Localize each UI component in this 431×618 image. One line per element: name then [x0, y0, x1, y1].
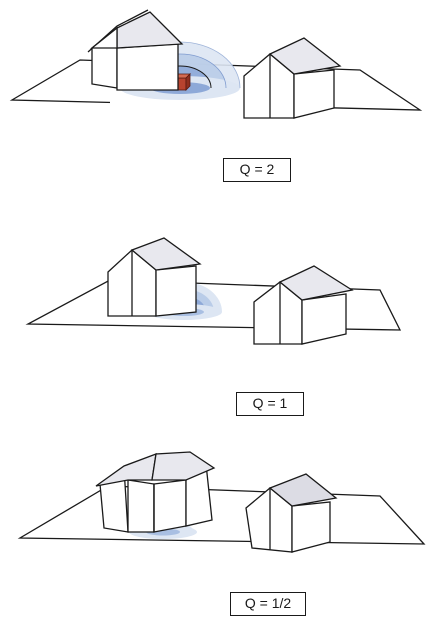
house-left-roof-a	[96, 454, 156, 486]
ground-plane	[20, 486, 424, 544]
house-left	[108, 238, 200, 316]
house-left-inner-wall-a	[128, 480, 154, 532]
panel-q-2: Q = 2	[0, 0, 431, 200]
scene-q-half	[0, 440, 431, 618]
house-left-roof	[117, 12, 182, 48]
house-left	[88, 10, 182, 90]
house-left-inner-wall-b	[154, 480, 186, 532]
house-left-wall	[117, 44, 178, 90]
house-right-wall	[294, 70, 334, 118]
house-right	[254, 266, 352, 344]
house-left-wall	[156, 266, 196, 316]
house-right	[246, 474, 336, 552]
q-label-1: Q = 1	[236, 392, 304, 416]
house-right-wall	[302, 294, 346, 344]
scene-q-1	[0, 220, 431, 420]
q-label-half: Q = 1/2	[230, 592, 306, 616]
panel-q-1: Q = 1	[0, 220, 431, 420]
house-right-wall	[292, 502, 330, 552]
house-left	[96, 452, 214, 532]
scene-q-2	[0, 0, 431, 200]
house-right	[244, 38, 340, 118]
q-label-2: Q = 2	[223, 158, 291, 182]
panel-q-half: Q = 1/2	[0, 440, 431, 618]
